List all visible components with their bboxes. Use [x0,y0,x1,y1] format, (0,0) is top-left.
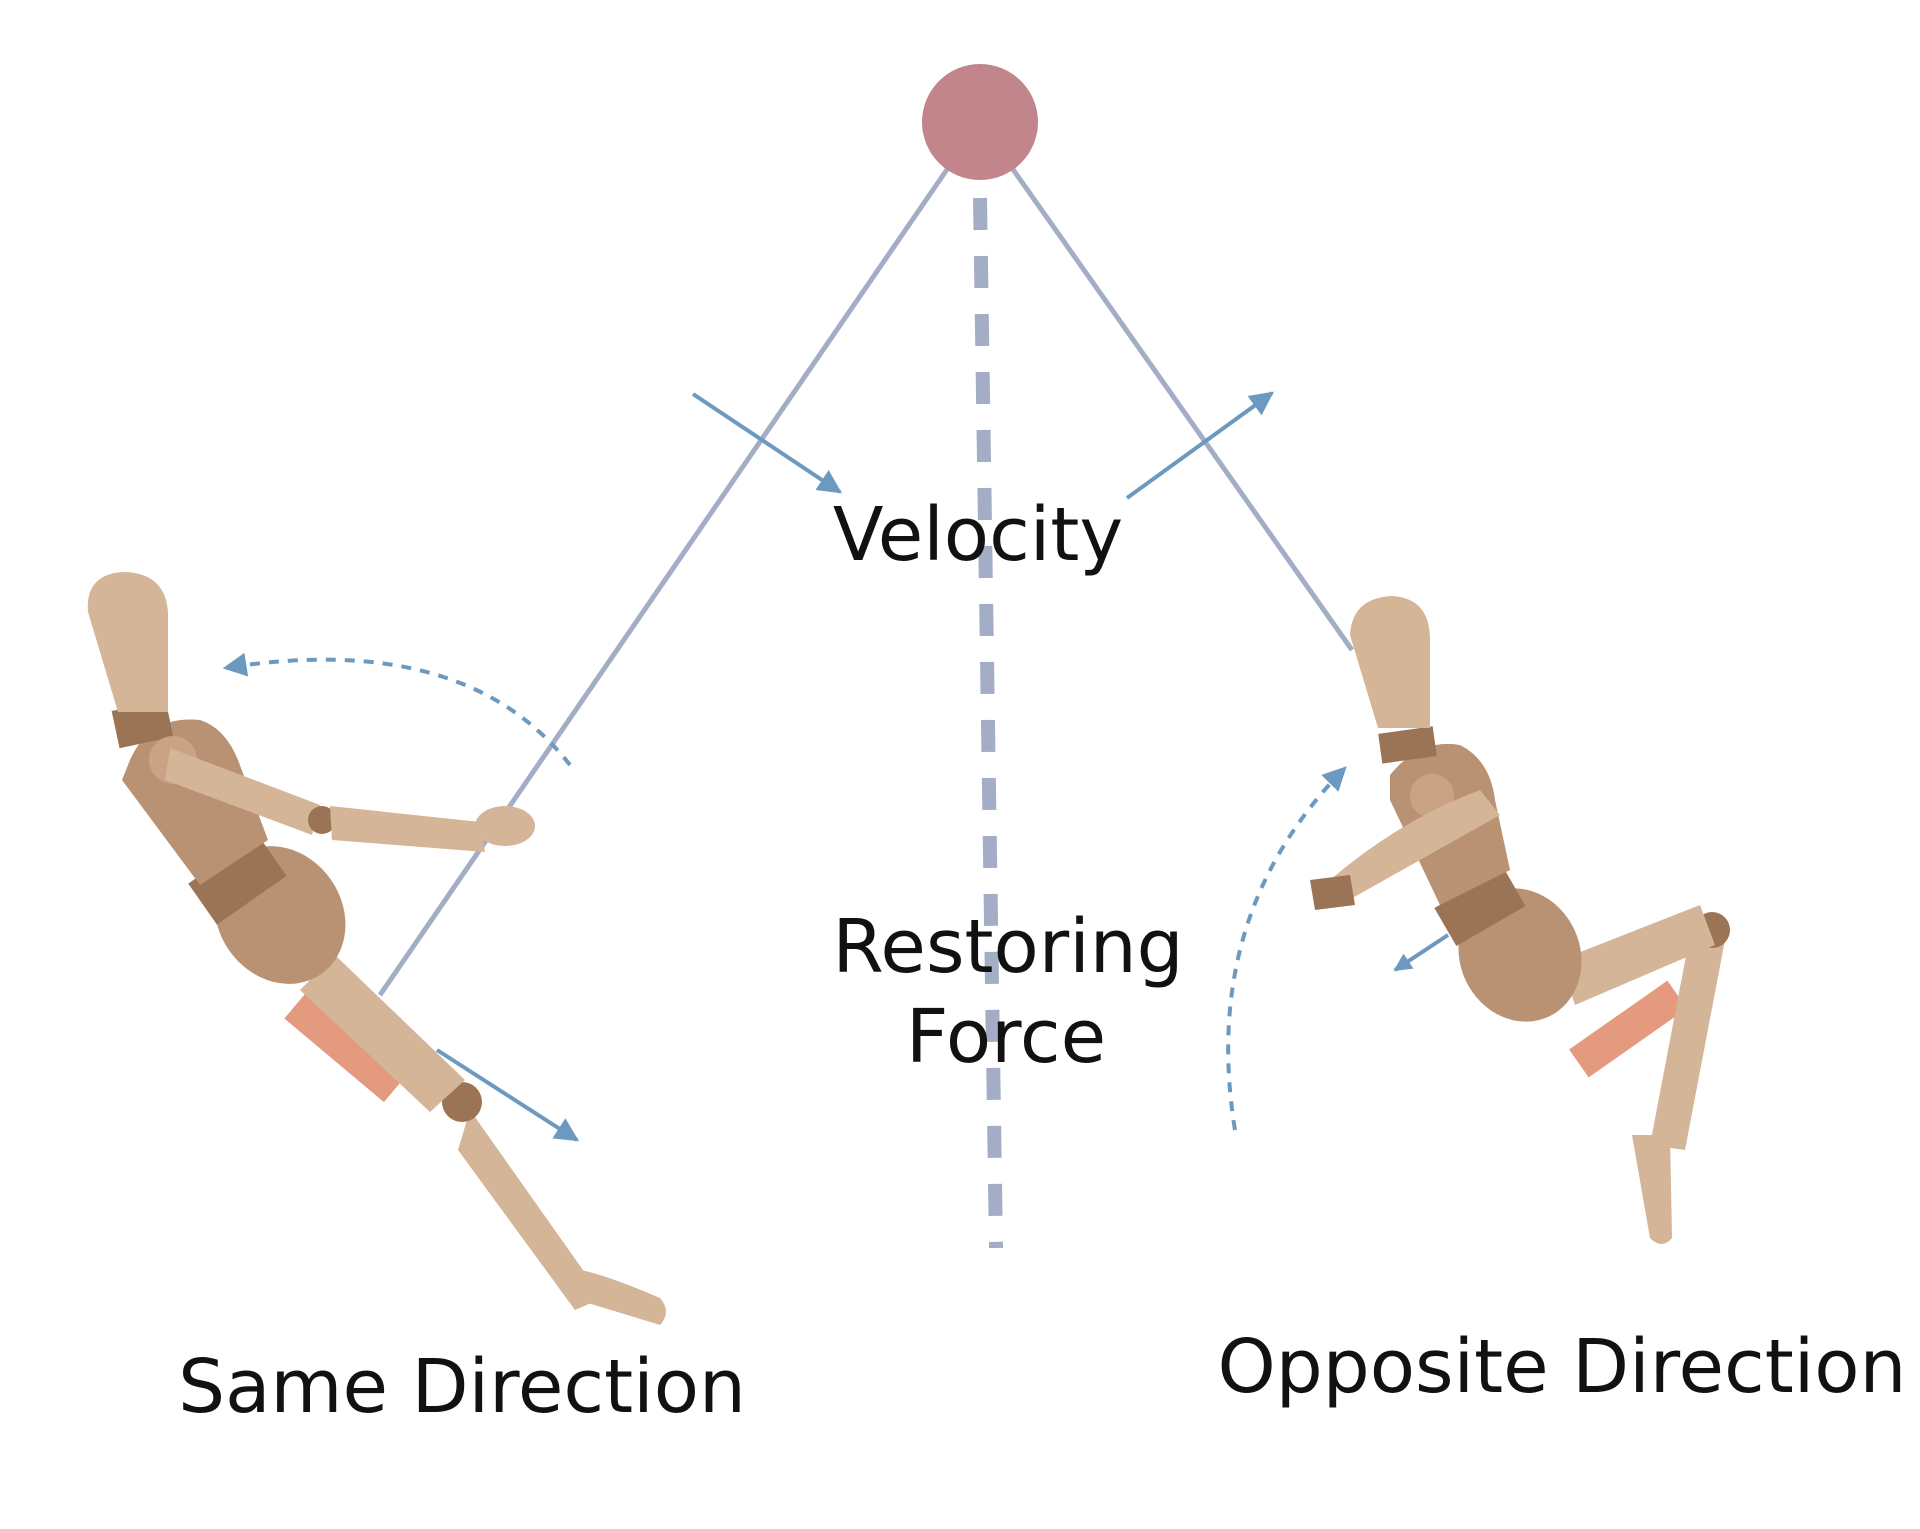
right-rotation-arrow [1226,766,1347,1131]
velocity-arrow-left [691,392,842,494]
left-swinger-figure [87,572,666,1325]
opposite-direction-label: Opposite Direction [1218,1324,1907,1410]
left-rope [377,166,951,997]
left-rotation-arrow [222,652,572,767]
restoring-force-label-line2: Force [906,994,1106,1080]
restoring-force-label-line1: Restoring [832,904,1183,990]
right-swinger-figure [1310,596,1730,1244]
same-direction-label: Same Direction [178,1344,746,1430]
left-restoring-arrow [435,1048,580,1142]
velocity-label: Velocity [833,492,1123,578]
velocity-arrow-right [1125,391,1274,500]
equilibrium-dashed-line [973,197,1003,1249]
right-restoring-arrow [1393,933,1450,972]
right-rope [1009,166,1355,652]
pivot-point [922,64,1038,180]
